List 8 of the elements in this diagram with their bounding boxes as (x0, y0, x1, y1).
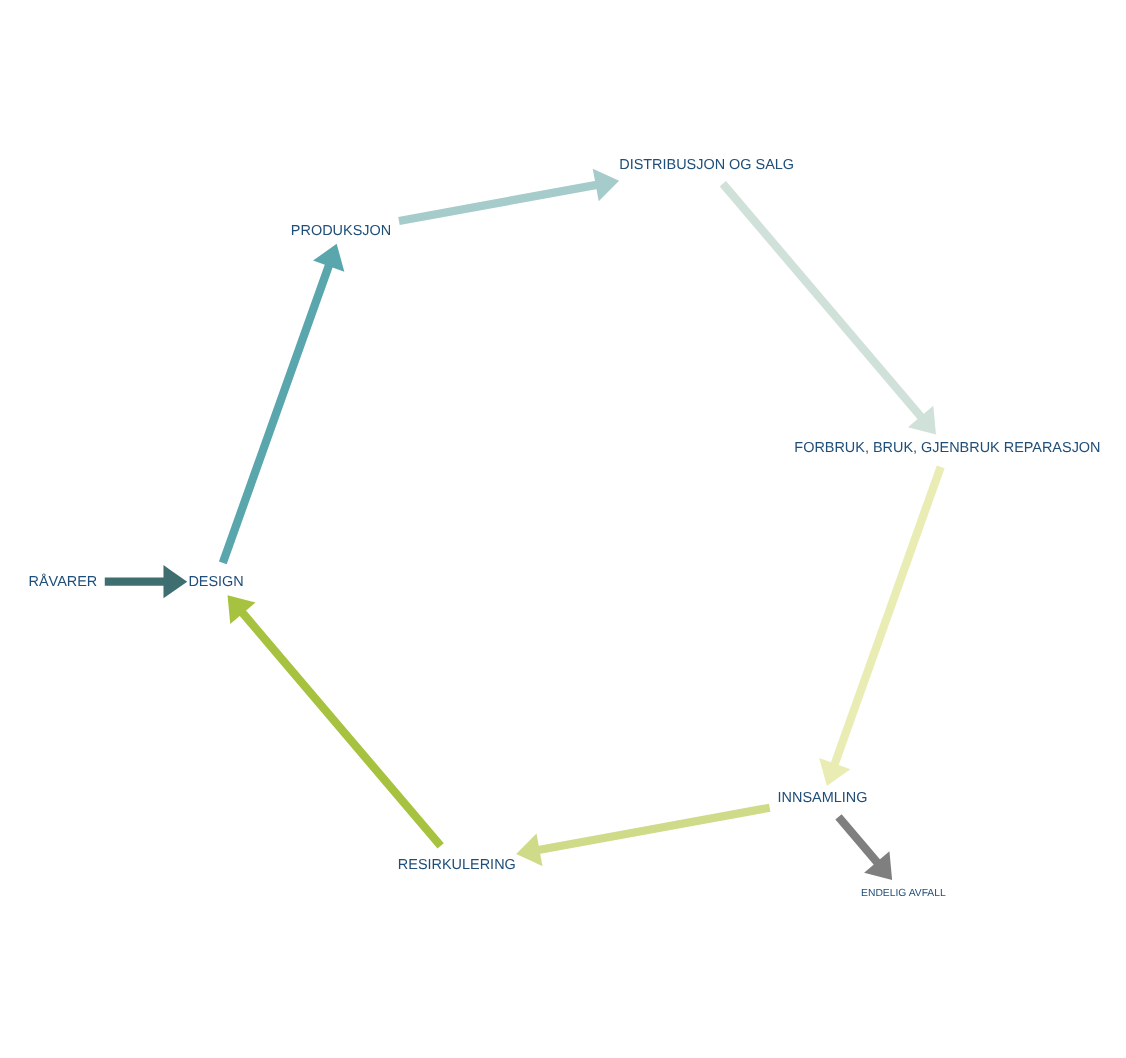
arrow (819, 465, 945, 786)
arrow (218, 243, 345, 565)
arrow (104, 565, 188, 599)
arrow (516, 803, 771, 867)
arrow (835, 814, 893, 880)
arrow (719, 181, 936, 435)
arrow (227, 595, 444, 849)
arrow (398, 168, 620, 226)
